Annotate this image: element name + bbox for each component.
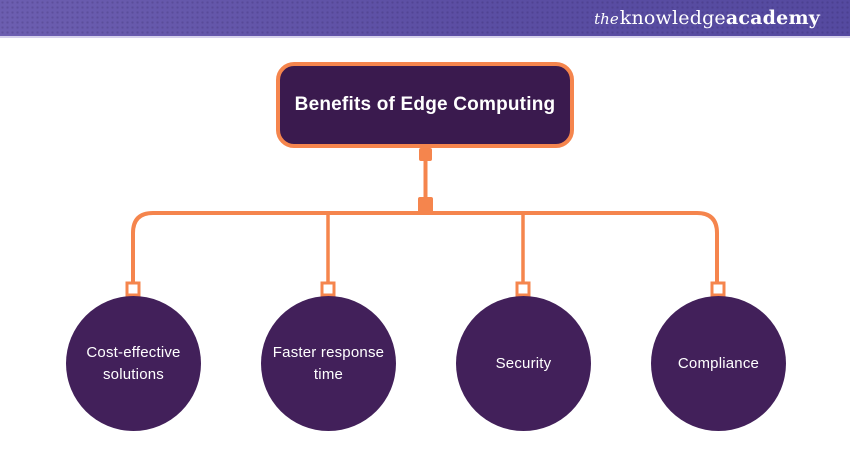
connector-anchor-square bbox=[320, 281, 336, 297]
benefit-label: Security bbox=[495, 354, 552, 372]
brand-logo: theknowledgeacademy bbox=[594, 6, 820, 29]
connector-bracket bbox=[131, 211, 719, 286]
logo-academy: academy bbox=[725, 6, 820, 29]
title-node: Benefits of Edge Computing bbox=[276, 62, 574, 148]
benefit-label: Compliance bbox=[677, 354, 760, 372]
connector-anchor-square bbox=[515, 281, 531, 297]
benefit-node-cost-effective: Cost-effective solutions bbox=[66, 296, 201, 431]
connector-box-square bbox=[419, 148, 432, 161]
benefit-label: Cost-effective solutions bbox=[86, 343, 181, 383]
logo-the: the bbox=[594, 9, 619, 28]
benefit-node-compliance: Compliance bbox=[651, 296, 786, 431]
connector-anchor-square bbox=[125, 281, 141, 297]
benefit-label: Faster response time bbox=[272, 343, 385, 383]
logo-knowledge: knowledge bbox=[619, 6, 726, 29]
benefit-node-faster-response: Faster response time bbox=[261, 296, 396, 431]
header-bar: theknowledgeacademy bbox=[0, 0, 850, 38]
title-label: Benefits of Edge Computing bbox=[294, 94, 556, 115]
connector-junction-square bbox=[418, 197, 433, 214]
benefit-node-security: Security bbox=[456, 296, 591, 431]
connector-anchor-square bbox=[710, 281, 726, 297]
